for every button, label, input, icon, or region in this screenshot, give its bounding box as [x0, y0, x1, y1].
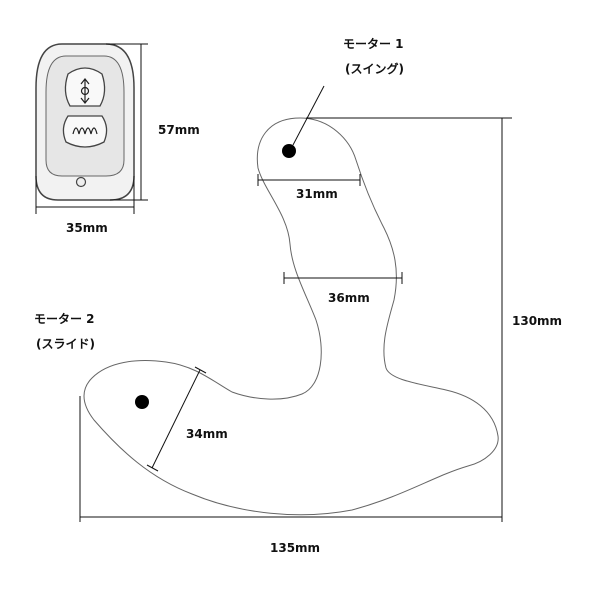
motor2-name: モーター 2: [34, 312, 95, 326]
base-width-label: 34mm: [186, 427, 228, 441]
vibration-button[interactable]: [62, 115, 108, 148]
neck-width-label: 36mm: [328, 291, 370, 305]
motor2-function: (スライド): [36, 337, 95, 351]
power-button[interactable]: [75, 176, 87, 188]
motor1-name: モーター 1: [343, 37, 404, 51]
motor1-leader-line: [292, 85, 325, 146]
motor1-dot: [282, 144, 296, 158]
remote-control: [35, 43, 135, 201]
remote-width-dimension: [35, 176, 135, 214]
neck-width-dimension: [283, 272, 403, 284]
total-height-label: 130mm: [512, 314, 562, 328]
base-width-dimension: [146, 366, 207, 472]
motor2-dot: [135, 395, 149, 409]
remote-width-label: 35mm: [66, 221, 108, 235]
total-length-label: 135mm: [270, 541, 320, 555]
device-outline: [83, 117, 499, 516]
motor1-function: (スイング): [345, 61, 404, 76]
swing-arrows-icon: [80, 78, 90, 104]
head-width-label: 31mm: [296, 187, 338, 201]
total-length-dimension: [79, 396, 503, 522]
remote-height-dimension: [106, 43, 148, 201]
wave-icon: [72, 127, 98, 135]
remote-height-label: 57mm: [158, 123, 200, 137]
head-width-dimension: [257, 174, 361, 186]
